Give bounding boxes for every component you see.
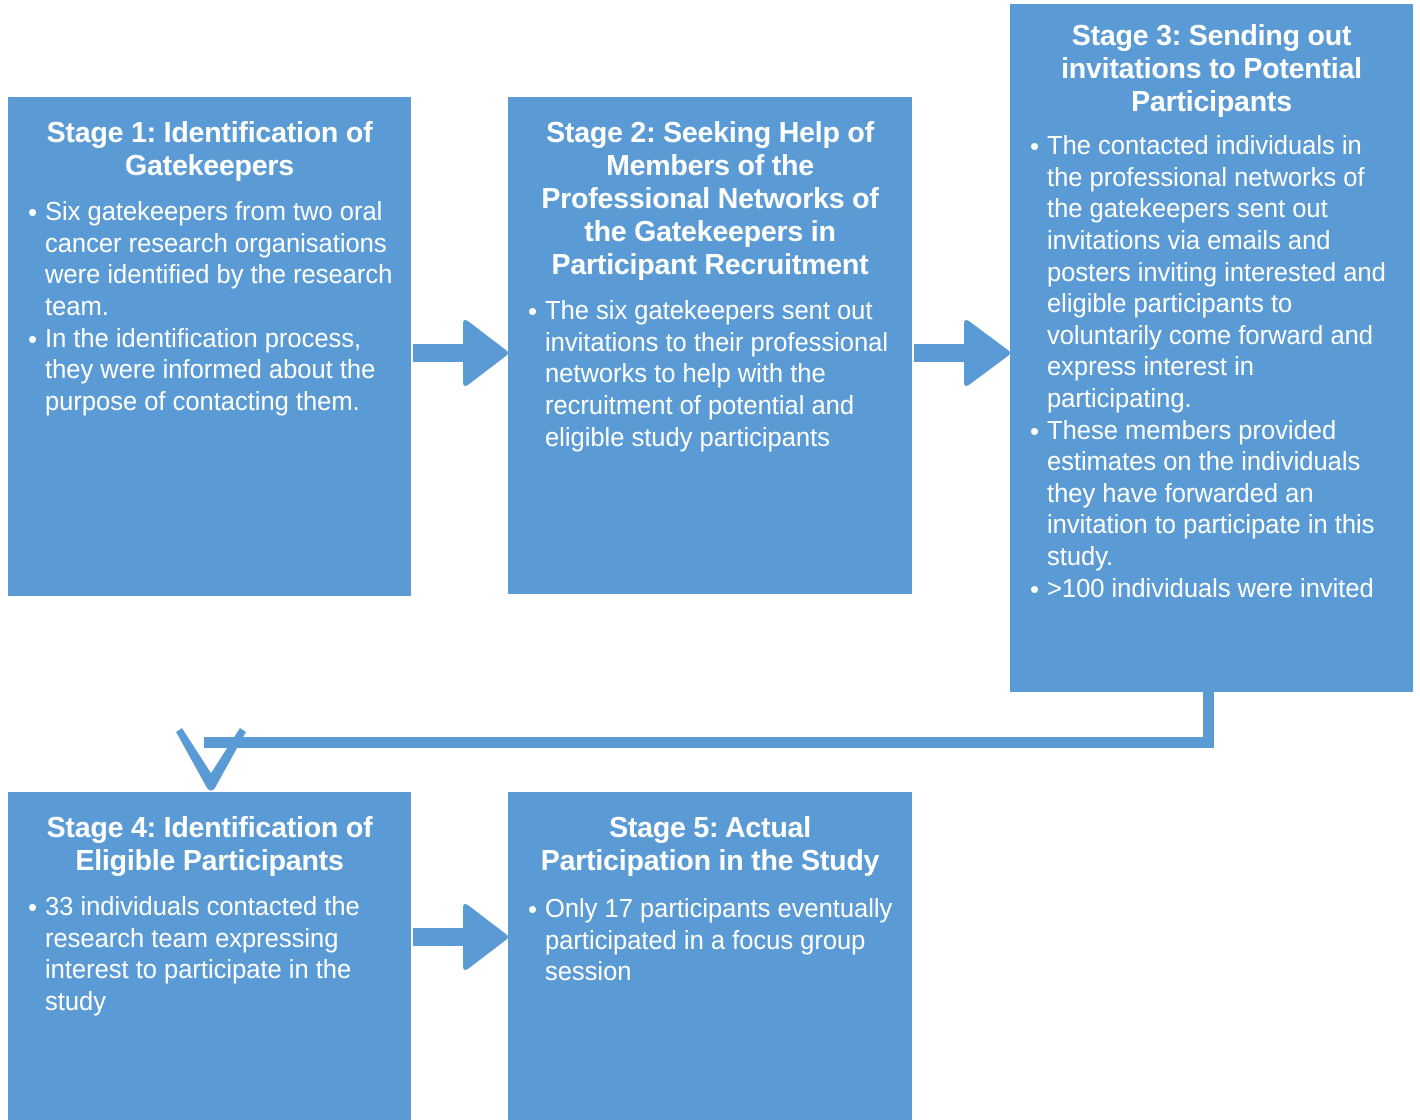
stage-4-title: Stage 4: Identification of Eligible Part… (46, 812, 373, 878)
stage-1-bullets: Six gatekeepers from two oral cancer res… (8, 183, 411, 418)
arrow-right-icon-stage1-to-stage2 (411, 316, 509, 390)
stage-box-4[interactable]: Stage 4: Identification of Eligible Part… (8, 792, 411, 1120)
stage-box-3[interactable]: Stage 3: Sending out invitations to Pote… (1010, 4, 1413, 692)
stage-box-2[interactable]: Stage 2: Seeking Help of Members of the … (508, 97, 912, 594)
stage-2-bullets: The six gatekeepers sent out invitations… (508, 282, 912, 454)
arrow-right-icon-stage2-to-stage3 (912, 316, 1011, 390)
stage-5-title: Stage 5: Actual Participation in the Stu… (540, 812, 880, 878)
list-item: Six gatekeepers from two oral cancer res… (28, 196, 393, 323)
list-item: In the identification process, they were… (28, 323, 393, 419)
stage-1-title: Stage 1: Identification of Gatekeepers (46, 117, 373, 183)
stage-3-title: Stage 3: Sending out invitations to Pote… (1061, 20, 1362, 119)
list-item: 33 individuals contacted the research te… (28, 891, 397, 1018)
list-item: These members provided estimates on the … (1030, 415, 1399, 574)
list-item: The contacted individuals in the profess… (1030, 130, 1399, 415)
arrow-elbow-icon-stage3-to-stage4 (160, 690, 1265, 800)
stage-2-title: Stage 2: Seeking Help of Members of the … (541, 117, 879, 282)
list-item: Only 17 participants eventually particip… (528, 893, 898, 989)
stage-4-bullets: 33 individuals contacted the research te… (8, 878, 411, 1018)
arrow-right-icon-stage4-to-stage5 (411, 900, 509, 974)
list-item: The six gatekeepers sent out invitations… (528, 295, 898, 454)
list-item: >100 individuals were invited (1030, 573, 1399, 606)
stage-3-bullets: The contacted individuals in the profess… (1010, 119, 1413, 605)
stage-5-bullets: Only 17 participants eventually particip… (508, 878, 912, 989)
stage-box-5[interactable]: Stage 5: Actual Participation in the Stu… (508, 792, 912, 1120)
stage-box-1[interactable]: Stage 1: Identification of Gatekeepers S… (8, 97, 411, 596)
